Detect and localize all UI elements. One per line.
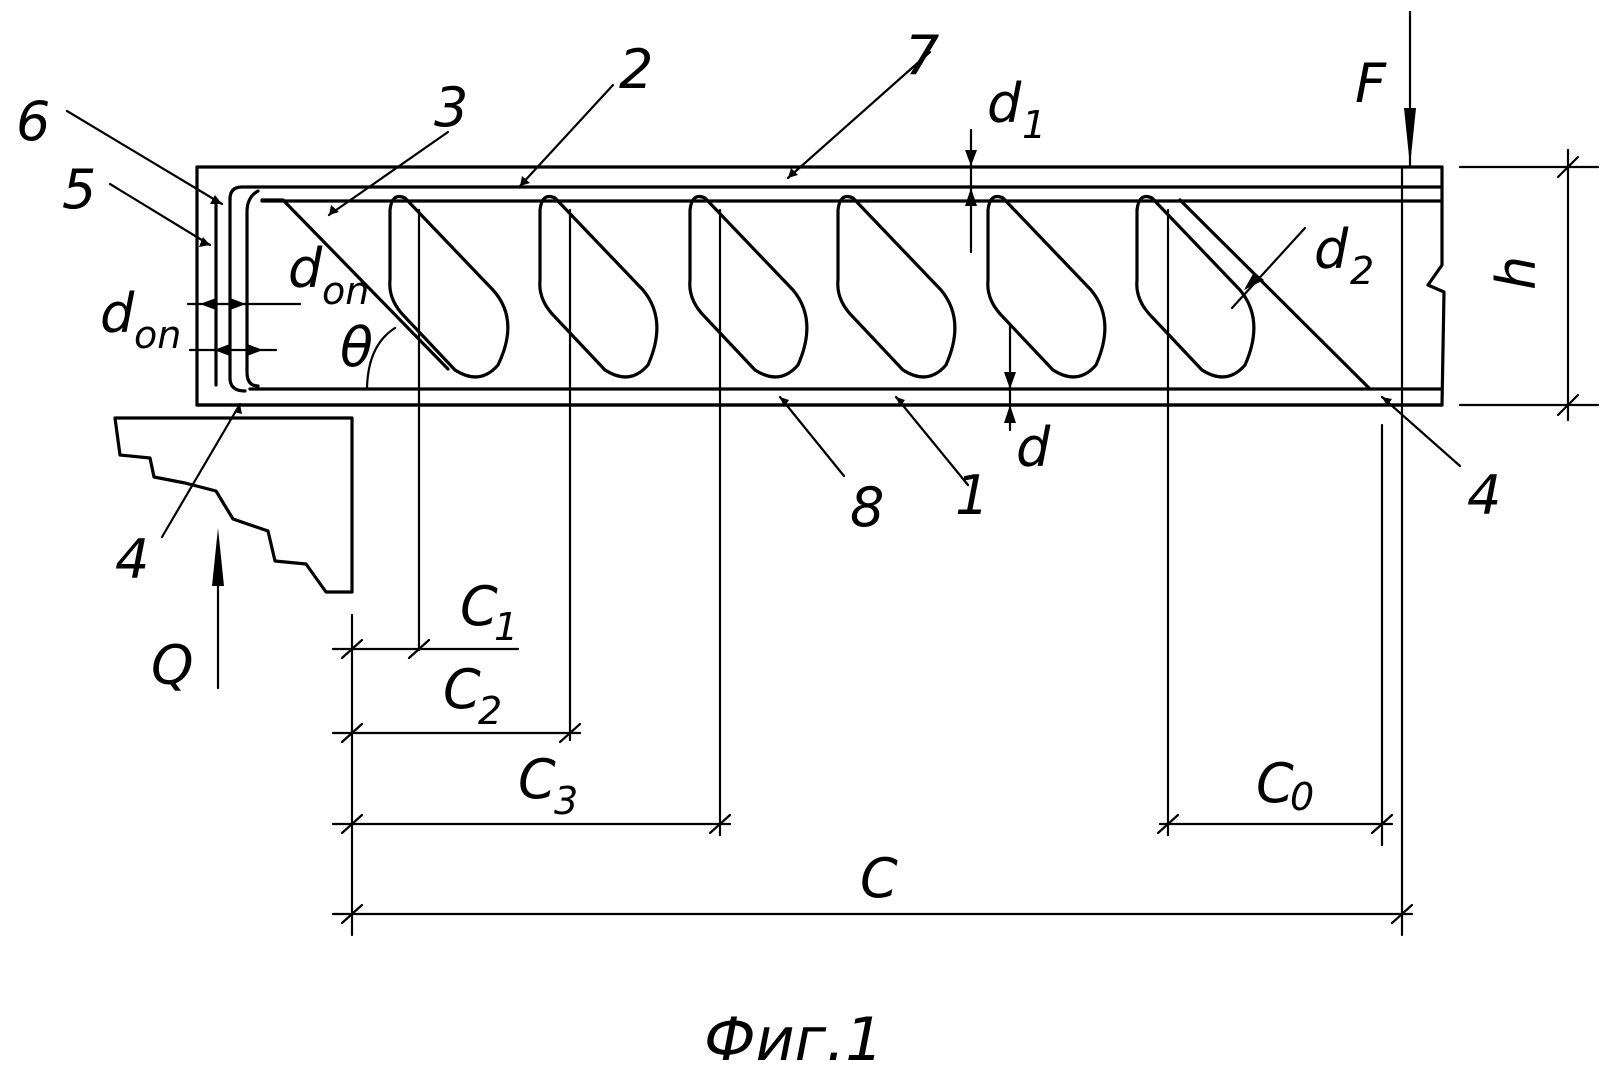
d1-label: d xyxy=(987,72,1022,135)
callout-5: 5 xyxy=(62,158,96,221)
c3-subscript: 3 xyxy=(554,779,578,823)
d2-subscript: 2 xyxy=(1350,249,1374,293)
don-upper-label: d xyxy=(288,237,323,300)
d2-label: d xyxy=(1314,218,1349,281)
callout-4-left: 4 xyxy=(115,528,149,591)
callout-3: 3 xyxy=(434,76,468,139)
c2-label: C xyxy=(443,658,481,721)
inclined-bar xyxy=(390,197,508,377)
end-anchor-loop xyxy=(230,191,258,391)
c2-subscript: 2 xyxy=(478,689,502,733)
c1-label: C xyxy=(460,575,498,638)
c0-label: C xyxy=(1256,752,1294,815)
callout-1: 1 xyxy=(955,464,989,527)
inclined-bar xyxy=(540,197,657,377)
height-label: h xyxy=(1485,256,1548,290)
inclined-bar xyxy=(988,197,1105,377)
inclined-bar xyxy=(838,197,955,377)
inclined-bar xyxy=(690,197,807,377)
inclined-bar xyxy=(1137,197,1254,377)
d1-marker xyxy=(965,130,977,252)
c-total-label: C xyxy=(860,847,898,910)
force-label: F xyxy=(1355,52,1387,115)
callout-4-right: 4 xyxy=(1467,464,1501,527)
don-markers xyxy=(188,298,300,356)
beam-body xyxy=(197,167,1444,405)
d-marker xyxy=(1004,325,1016,430)
c0-subscript: 0 xyxy=(1290,775,1314,819)
c3-label: C xyxy=(518,748,556,811)
d-label: d xyxy=(1016,416,1051,479)
reaction-label: Q xyxy=(151,634,194,697)
callout-6: 6 xyxy=(16,90,50,153)
d1-subscript: 1 xyxy=(1022,103,1046,147)
c1-subscript: 1 xyxy=(494,605,518,649)
d2-marker xyxy=(1232,228,1305,308)
angle-label: θ xyxy=(340,316,373,379)
extension-lines xyxy=(352,168,1402,935)
top-reinforcement-bar xyxy=(230,187,1442,200)
callout-7: 7 xyxy=(905,24,939,87)
don-lower-label: d xyxy=(100,282,135,345)
figure-caption: Фиг.1 xyxy=(704,1005,883,1075)
force-arrow xyxy=(1404,12,1416,166)
don-upper-subscript: on xyxy=(322,269,369,313)
don-lower-subscript: on xyxy=(134,313,181,357)
support-block xyxy=(115,418,352,592)
callout-2: 2 xyxy=(619,38,653,101)
inclined-bars xyxy=(262,197,1370,390)
callout-8: 8 xyxy=(850,476,884,539)
callout-leaders xyxy=(67,52,1460,537)
reaction-arrow xyxy=(212,528,224,688)
